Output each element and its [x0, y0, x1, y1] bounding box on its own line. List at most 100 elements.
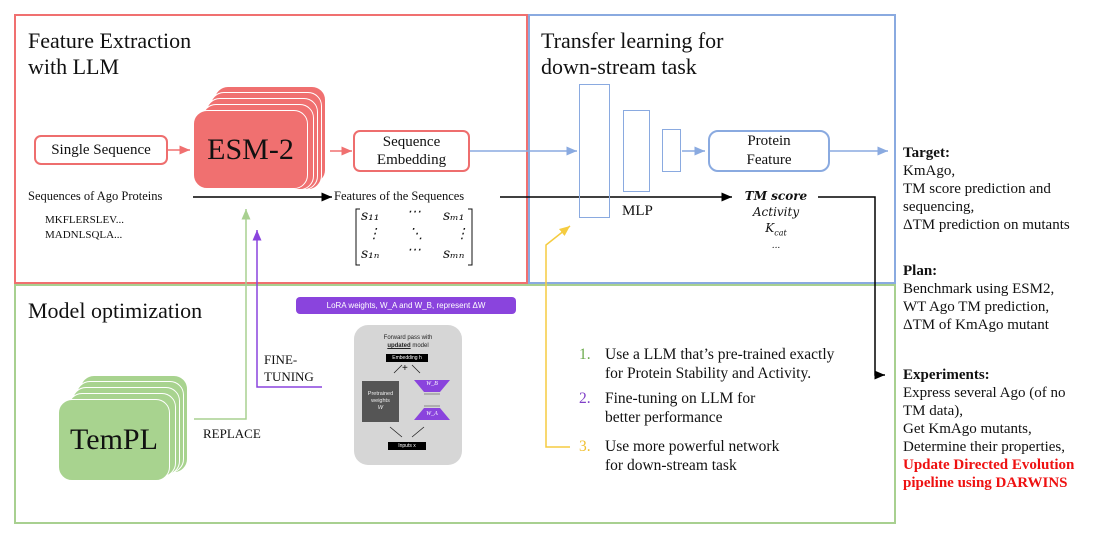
stack-layer-front [58, 399, 170, 481]
list-item-1: 1. Use a LLM that’s pre-trained exactly … [579, 345, 834, 383]
target-line: TM score prediction and [903, 181, 1051, 197]
target-line: KmAgo, [903, 163, 956, 179]
matrix-cell: ⋯ [407, 204, 421, 220]
single-sequence-box: Single Sequence [34, 135, 168, 165]
caption-line: updated model [354, 342, 462, 350]
list-line: for down-stream task [605, 457, 737, 474]
target-heading: Target: [903, 145, 950, 161]
box-line: Pretrained [367, 391, 394, 397]
arrow-network-to-mlp [545, 225, 571, 448]
feature-extraction-panel [14, 14, 528, 284]
model-optimization-title: Model optimization [28, 298, 203, 323]
mlp-layer-2 [623, 110, 650, 192]
sequence-example: MADNLSQLA... [45, 229, 123, 241]
mlp-label: MLP [622, 203, 653, 219]
experiments-highlight: Update Directed Evolution [903, 457, 1075, 473]
inputs-bar: Inputs x [388, 442, 426, 450]
title-line: Feature Extraction [28, 28, 192, 53]
mlp-layer-3 [662, 129, 681, 172]
esm2-label: ESM-2 [207, 132, 294, 166]
list-number: 3. [579, 438, 591, 455]
caption-bold: updated [387, 343, 411, 349]
output-targets: TM score Activity Kcat ... [734, 188, 818, 251]
matrix-cell: ⋯ [407, 242, 421, 258]
box-line: Embedding [376, 152, 447, 168]
title-line: with LLM [28, 54, 120, 79]
experiments-heading: Experiments: [903, 367, 990, 383]
box-line: Sequence [382, 134, 441, 150]
title-line: down-stream task [541, 54, 697, 79]
plan-line: WT Ago TM prediction, [903, 299, 1050, 315]
lora-diagram: Forward pass with updated model Embeddin… [354, 325, 462, 465]
plan-section: Plan: Benchmark using ESM2, WT Ago TM pr… [903, 262, 1054, 334]
list-line: better performance [605, 409, 723, 426]
experiments-highlight: pipeline using DARWINS [903, 475, 1068, 491]
plan-heading: Plan: [903, 263, 938, 279]
sequence-example: MKFLERSLEV... [45, 214, 124, 226]
matrix-cell: ⋮ [367, 226, 381, 242]
protein-feature-box: Protein Feature [708, 130, 830, 172]
matrix-cell: ⋱ [409, 226, 423, 242]
box-line: W [377, 405, 384, 411]
matrix-brackets [355, 208, 473, 266]
arrow-tmscore-to-experiments [818, 196, 885, 380]
embedding-bar: Embedding h [386, 354, 428, 362]
wa-label: W_A [426, 411, 438, 417]
plan-line: ΔTM of KmAgo mutant [903, 317, 1049, 333]
fine-tuning-label: FINE- TUNING [264, 351, 314, 385]
box-line: Protein [747, 133, 791, 149]
transfer-learning-title: Transfer learning for down-stream task [541, 28, 723, 80]
templ-label: TemPL [70, 423, 158, 456]
list-line: Fine-tuning on LLM for [605, 390, 756, 407]
list-number: 1. [579, 346, 591, 363]
kcat-sub: cat [774, 228, 787, 238]
list-line: Use a LLM that’s pre-trained exactly [605, 346, 835, 363]
plan-line: Benchmark using ESM2, [903, 281, 1055, 297]
target-section: Target: KmAgo, TM score prediction and s… [903, 144, 1070, 234]
lora-banner: LoRA weights, W_A and W_B, represent ΔW [296, 297, 516, 314]
forward-pass-caption: Forward pass with updated model [354, 334, 462, 350]
list-item-3: 3. Use more powerful network for down-st… [579, 437, 779, 475]
arrow-replace [194, 209, 251, 420]
experiments-line: Express several Ago (of no [903, 385, 1066, 401]
box-line: weights [371, 398, 390, 404]
list-item-2: 2. Fine-tuning on LLM for better perform… [579, 389, 755, 427]
feature-matrix: s₁₁ ⋯ sₘ₁ ⋮ ⋱ ⋮ s₁ₙ ⋯ sₘₙ [355, 204, 473, 266]
experiments-line: Determine their properties, [903, 439, 1066, 455]
pretrained-weights-box: Pretrained weights W [362, 381, 399, 422]
kcat-k: K [765, 221, 775, 235]
caption-rest: model [410, 343, 429, 349]
target-line: sequencing, [903, 199, 975, 215]
transfer-learning-panel [528, 14, 896, 284]
output-ellipsis: ... [771, 241, 781, 252]
list-line: for Protein Stability and Activity. [605, 365, 812, 382]
plus-sign: + [402, 363, 408, 374]
label-line: TUNING [264, 369, 314, 384]
title-line: Transfer learning for [541, 28, 724, 53]
output-kcat: Kcat [734, 220, 818, 241]
matrix-cell: sₘₙ [443, 246, 465, 262]
list-number: 2. [579, 390, 591, 407]
stack-layer-front [193, 110, 308, 189]
wb-label: W_B [426, 381, 438, 387]
features-label: Features of the Sequences [334, 189, 465, 203]
target-line: ΔTM prediction on mutants [903, 217, 1070, 233]
replace-label: REPLACE [203, 426, 261, 441]
label-line: FINE- [264, 352, 298, 367]
matrix-cell: ⋮ [455, 226, 469, 242]
list-line: Use more powerful network [605, 438, 780, 455]
experiments-section: Experiments: Express several Ago (of no … [903, 366, 1074, 492]
matrix-cell: sₘ₁ [443, 208, 465, 224]
experiments-line: TM data), [903, 403, 963, 419]
matrix-cell: s₁₁ [361, 208, 380, 224]
output-tm-score: TM score [744, 189, 808, 203]
model-optimization-panel [14, 284, 896, 524]
sequence-examples: MKFLERSLEV... MADNLSQLA... [45, 213, 124, 243]
sequences-label: Sequences of Ago Proteins [28, 189, 163, 203]
mlp-layer-1 [579, 84, 610, 218]
experiments-line: Get KmAgo mutants, [903, 421, 1032, 437]
matrix-cell: s₁ₙ [361, 246, 380, 262]
caption-line: Forward pass with [383, 335, 433, 341]
lora-shapes [389, 364, 450, 438]
